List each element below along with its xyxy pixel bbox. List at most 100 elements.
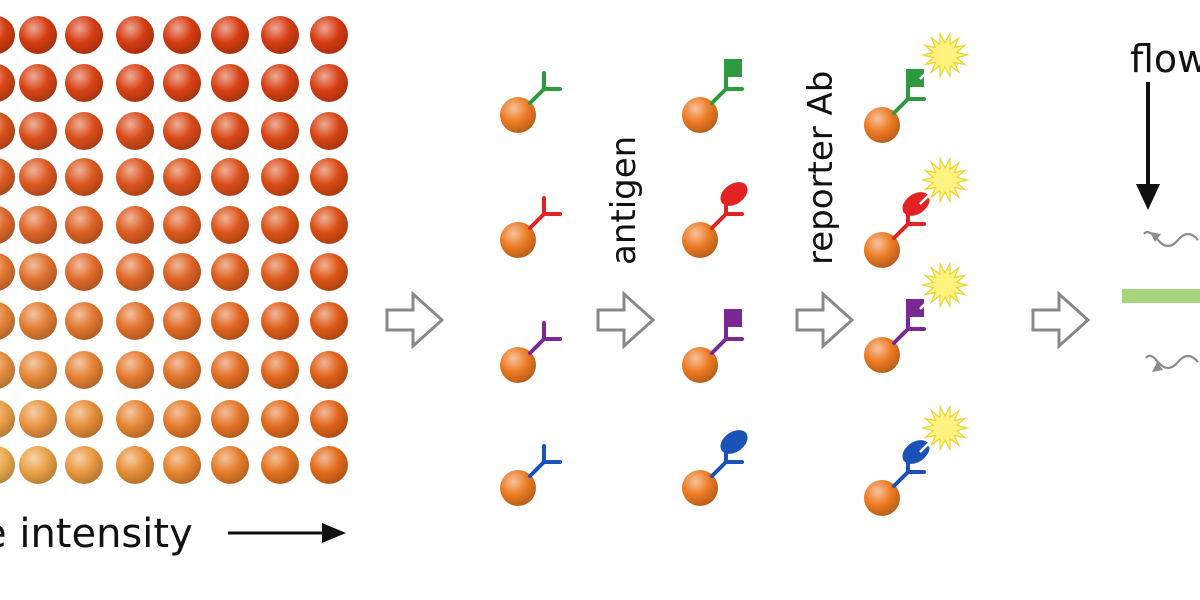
reporter-label: reporter Ab xyxy=(801,71,841,265)
dye-bead xyxy=(0,158,15,196)
dye-bead xyxy=(116,16,154,54)
dye-bead xyxy=(163,446,201,484)
capture-antibody-beads xyxy=(500,71,562,506)
dye-bead xyxy=(65,112,103,150)
reporter-bead xyxy=(864,261,970,373)
dye-bead xyxy=(211,16,249,54)
dye-bead xyxy=(0,253,15,291)
dye-bead xyxy=(261,400,299,438)
dye-bead xyxy=(65,253,103,291)
antigen-bound-beads xyxy=(682,59,748,506)
dye-bead xyxy=(261,16,299,54)
fluorescence-glow xyxy=(920,31,970,79)
dye-bead xyxy=(211,302,249,340)
stage-arrow-3 xyxy=(795,290,855,350)
capture-bead xyxy=(500,444,562,506)
dye-bead xyxy=(116,302,154,340)
dye-bead xyxy=(211,253,249,291)
dye-bead xyxy=(0,16,15,54)
dye-bead xyxy=(310,446,348,484)
dye-bead xyxy=(65,16,103,54)
dye-bead xyxy=(19,16,57,54)
dye-bead xyxy=(116,112,154,150)
dye-bead xyxy=(19,351,57,389)
dye-bead xyxy=(65,400,103,438)
dye-bead xyxy=(310,302,348,340)
stage-arrow-1 xyxy=(385,290,445,350)
dye-bead xyxy=(310,112,348,150)
intensity-label: e intensity xyxy=(0,511,193,557)
dye-bead xyxy=(211,112,249,150)
dye-bead xyxy=(116,206,154,244)
dye-intensity-bead-grid xyxy=(0,16,348,484)
capture-bead xyxy=(500,321,562,383)
antigen-bead xyxy=(682,430,748,506)
dye-bead xyxy=(261,158,299,196)
dye-bead xyxy=(0,302,15,340)
dye-bead xyxy=(261,112,299,150)
dye-bead xyxy=(211,351,249,389)
dye-bead xyxy=(19,302,57,340)
dye-bead xyxy=(261,351,299,389)
dye-bead xyxy=(163,302,201,340)
dye-bead xyxy=(19,64,57,102)
fluorescence-glow xyxy=(920,261,970,309)
dye-bead xyxy=(310,206,348,244)
dye-bead xyxy=(65,302,103,340)
dye-bead xyxy=(19,112,57,150)
fluorescence-glow xyxy=(920,156,970,204)
fluorescence-glow xyxy=(920,404,970,452)
dye-bead xyxy=(163,351,201,389)
reporter-bound-beads xyxy=(864,31,970,516)
dye-bead xyxy=(0,351,15,389)
dye-bead xyxy=(116,446,154,484)
dye-bead xyxy=(0,400,15,438)
dye-bead xyxy=(65,351,103,389)
dye-bead xyxy=(211,206,249,244)
dye-bead xyxy=(211,158,249,196)
dye-bead xyxy=(0,446,15,484)
dye-bead xyxy=(0,112,15,150)
dye-bead xyxy=(65,64,103,102)
dye-bead xyxy=(19,446,57,484)
dye-bead xyxy=(261,206,299,244)
dye-bead xyxy=(310,16,348,54)
antigen-bead xyxy=(682,59,744,133)
dye-bead xyxy=(310,64,348,102)
dye-bead xyxy=(261,302,299,340)
reporter-bead xyxy=(864,156,970,268)
dye-bead xyxy=(19,158,57,196)
dye-bead xyxy=(116,253,154,291)
capture-bead xyxy=(500,71,562,133)
antigen-label: antigen xyxy=(604,136,644,265)
dye-bead xyxy=(211,400,249,438)
flow-label: flow xyxy=(1130,37,1200,81)
capture-bead xyxy=(500,196,562,258)
intensity-arrow xyxy=(228,523,346,543)
dye-bead xyxy=(310,351,348,389)
dye-bead xyxy=(211,446,249,484)
dye-bead xyxy=(116,64,154,102)
dye-bead xyxy=(261,253,299,291)
dye-bead xyxy=(0,64,15,102)
antigen-bead xyxy=(682,182,748,258)
dye-bead xyxy=(163,64,201,102)
reporter-bead xyxy=(864,31,970,143)
antigen-bead xyxy=(682,309,744,383)
dye-bead xyxy=(310,158,348,196)
dye-bead xyxy=(19,400,57,438)
dye-bead xyxy=(19,253,57,291)
dye-bead xyxy=(163,16,201,54)
dye-bead xyxy=(116,158,154,196)
dye-bead xyxy=(310,253,348,291)
reporter-bead xyxy=(864,404,970,516)
dye-bead xyxy=(65,446,103,484)
dye-bead xyxy=(19,206,57,244)
dye-bead xyxy=(261,446,299,484)
flow-arrow xyxy=(1136,82,1160,210)
dye-bead xyxy=(261,64,299,102)
dye-bead xyxy=(116,351,154,389)
stage-arrow-2 xyxy=(596,290,656,350)
dye-bead xyxy=(65,206,103,244)
dye-bead xyxy=(163,158,201,196)
